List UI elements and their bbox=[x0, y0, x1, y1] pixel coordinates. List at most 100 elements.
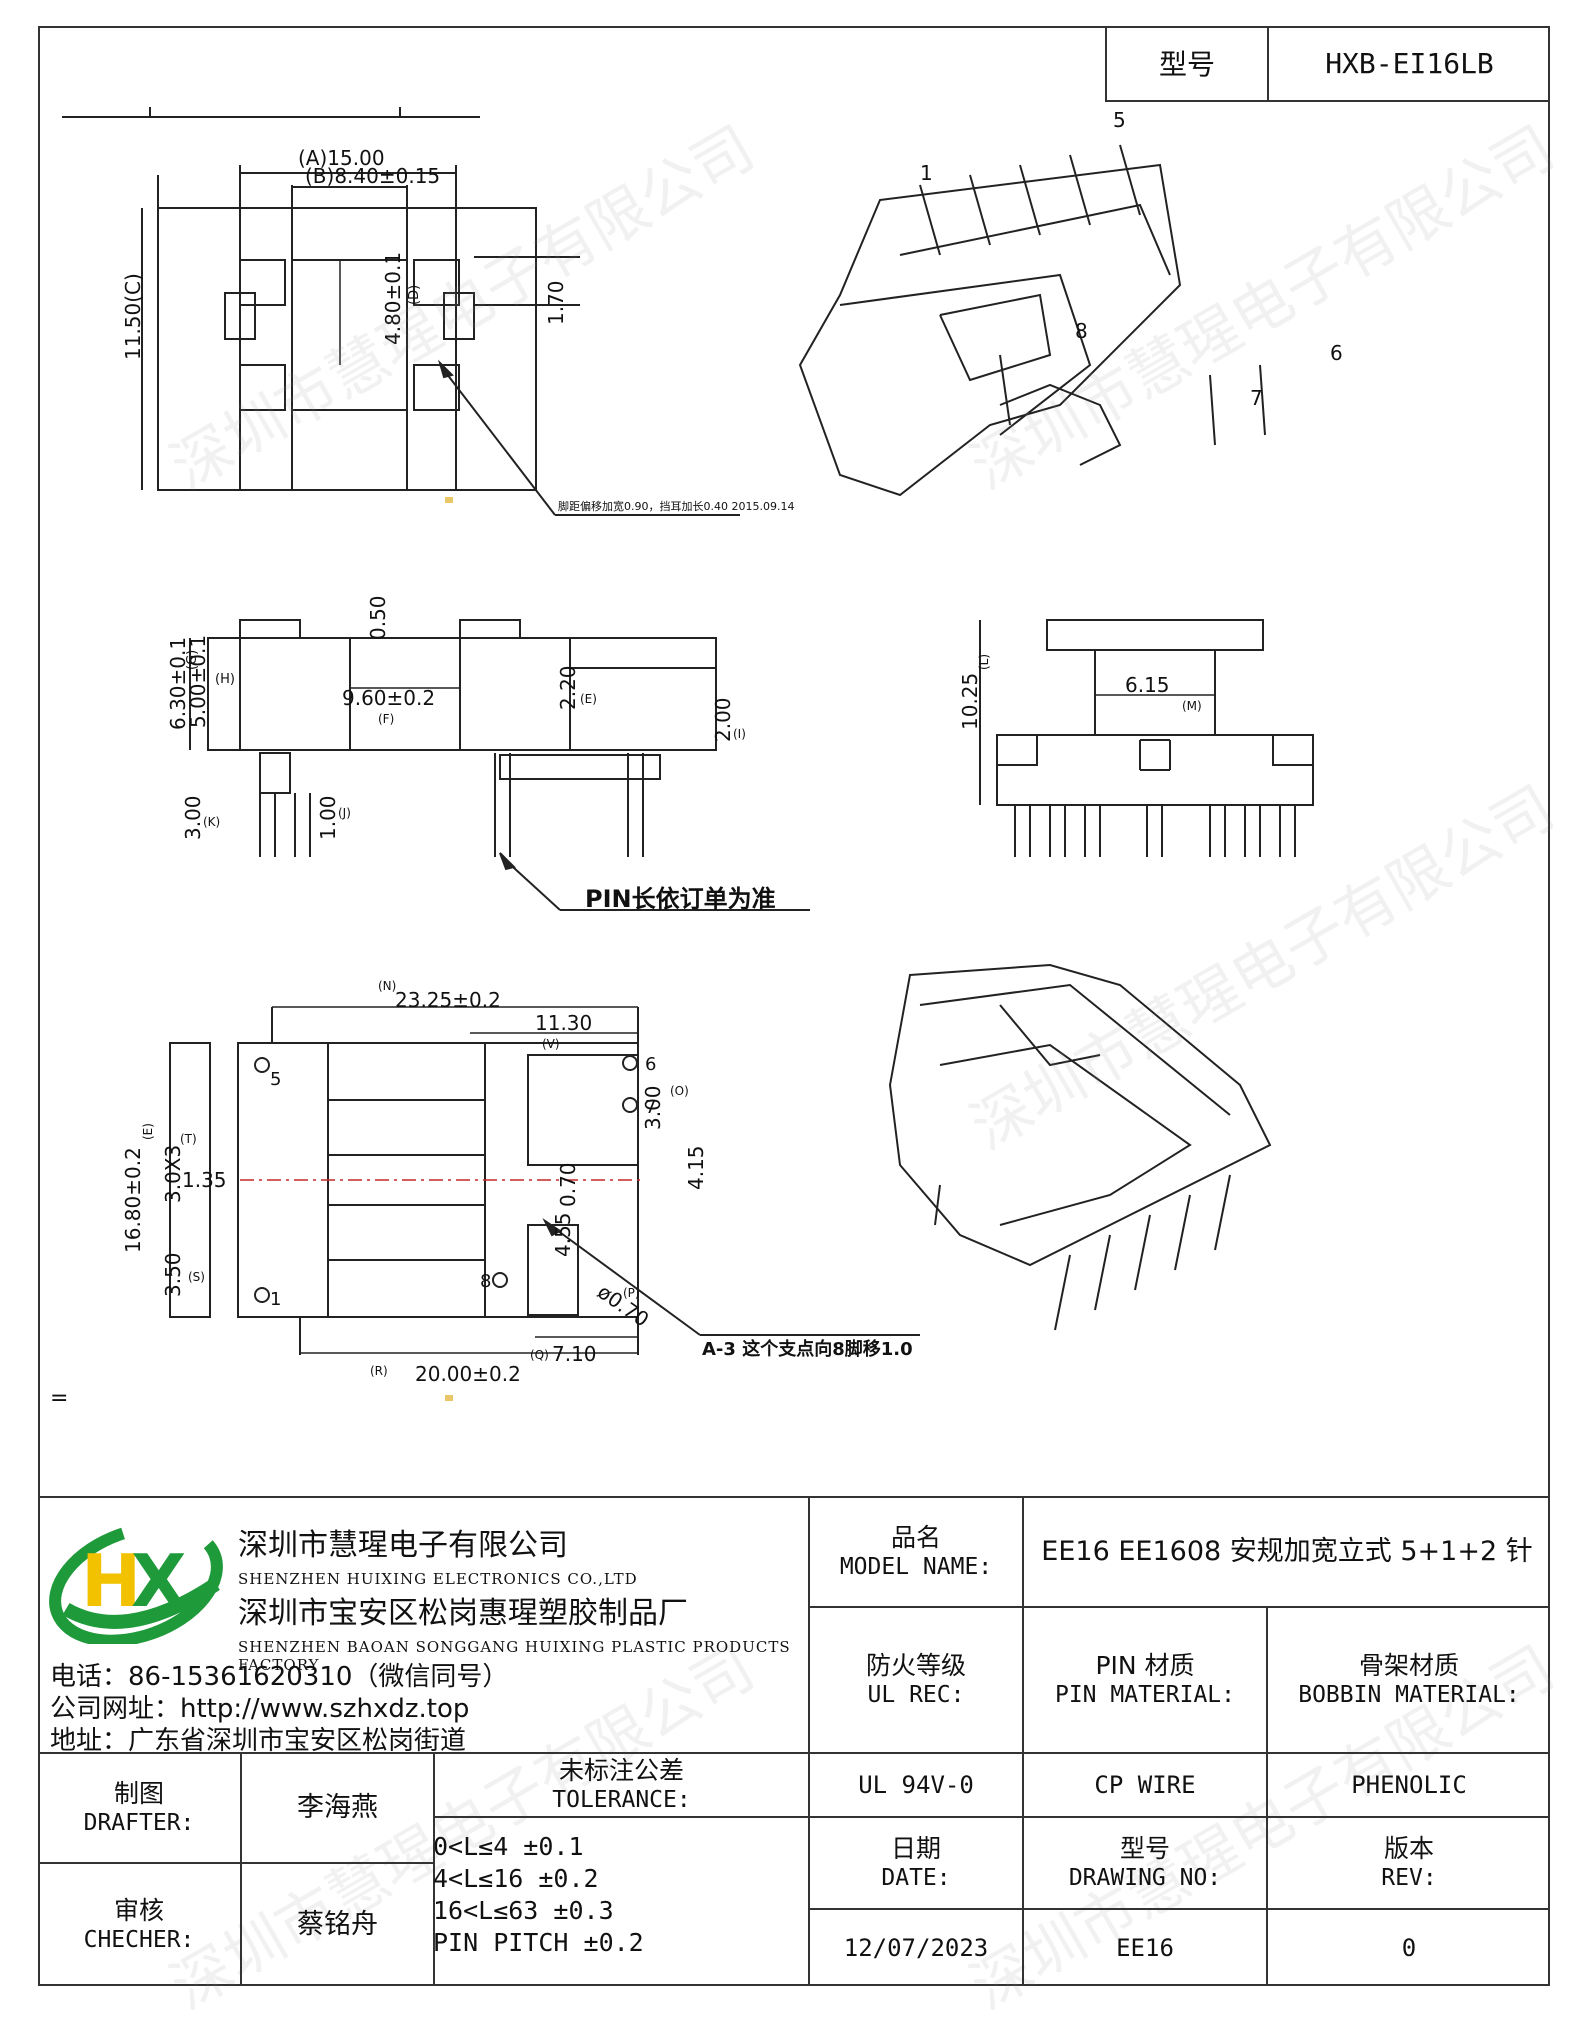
technical-drawing: (A)15.00 (B)8.40±0.15 11.50(C) 4.80±0.1 … bbox=[40, 105, 1548, 1495]
pin-label-8-b: 8 bbox=[480, 1271, 491, 1292]
logo-letter-x: X bbox=[131, 1539, 187, 1623]
misc-mark: = bbox=[50, 1386, 68, 1411]
bottom-view bbox=[169, 1006, 920, 1355]
dim-c: 11.50(C) bbox=[121, 273, 145, 360]
pin-label-8: 8 bbox=[1075, 319, 1088, 343]
pin-material-label: PIN 材质 PIN MATERIAL: bbox=[1054, 1651, 1235, 1709]
end-view bbox=[979, 619, 1314, 857]
hx-logo-icon: H X bbox=[49, 1521, 223, 1644]
dim-s-tag: (S) bbox=[188, 1270, 205, 1284]
ul-rec-label: 防火等级 UL REC: bbox=[865, 1651, 966, 1709]
bobbin-material-label: 骨架材质 BOBBIN MATERIAL: bbox=[1298, 1651, 1520, 1709]
dim-135: 1.35 bbox=[182, 1168, 227, 1192]
drawing-sheet-border bbox=[38, 26, 1550, 1986]
pin-label-7: 7 bbox=[1250, 386, 1263, 410]
model-header: 型号 HXB-EI16LB bbox=[1105, 26, 1550, 102]
dim-220: 2.20 bbox=[556, 665, 580, 710]
pin-label-6: 6 bbox=[1330, 341, 1343, 365]
dim-j-tag: (J) bbox=[338, 806, 351, 820]
dim-n: 23.25±0.2 bbox=[395, 988, 501, 1012]
top-view-note: 脚距偏移加宽0.90，挡耳加长0.40 2015.09.14 bbox=[558, 499, 794, 513]
rev-label: 版本 REV: bbox=[1381, 1834, 1437, 1892]
dim-k-tag: (K) bbox=[203, 815, 220, 829]
factory-name-cn: 深圳市宝安区松岗惠瑆塑胶制品厂 bbox=[238, 1596, 688, 1631]
dim-f-tag: (F) bbox=[378, 712, 394, 726]
dim-i-tag: (I) bbox=[733, 727, 746, 741]
tolerance-item: 16<L≤63 ±0.3 bbox=[433, 1896, 614, 1925]
date-value: 12/07/2023 bbox=[843, 1934, 989, 1962]
pin-material-value: CP WIRE bbox=[1094, 1771, 1196, 1799]
dim-300-b: 3.00 bbox=[641, 1085, 665, 1130]
dim-050: 0.50 bbox=[366, 595, 390, 640]
dim-630: 6.30±0.1 bbox=[166, 637, 190, 730]
tolerance-label: 未标注公差 TOLERANCE: bbox=[552, 1756, 691, 1814]
dim-b: (B)8.40±0.15 bbox=[305, 164, 440, 188]
tolerance-item: PIN PITCH ±0.2 bbox=[433, 1928, 644, 1957]
dim-e-tag-b: (E) bbox=[141, 1123, 155, 1140]
dim-h-tag: (H) bbox=[215, 672, 235, 687]
model-name-label: 品名 MODEL NAME: bbox=[839, 1523, 993, 1581]
dim-1025: 10.25 bbox=[958, 673, 982, 730]
dim-500: 5.00±0.1 bbox=[186, 635, 210, 728]
dim-455: 4.55 bbox=[551, 1212, 575, 1257]
table-fragment bbox=[62, 107, 480, 118]
drafter-label: 制图 DRAFTER: bbox=[83, 1779, 195, 1837]
company-info: H X 深圳市慧瑆电子有限公司 SHENZHEN HUIXING ELECTRO… bbox=[38, 1496, 808, 1756]
dim-d-tag: (D) bbox=[407, 285, 422, 305]
dim-350: 3.50 bbox=[161, 1252, 185, 1297]
isometric-view-top bbox=[798, 144, 1266, 497]
website-text: 公司网址：http://www.szhxdz.top bbox=[50, 1694, 470, 1724]
dim-170: 1.70 bbox=[544, 280, 568, 325]
pin-label-5: 5 bbox=[1113, 108, 1126, 132]
factory-name-en: SHENZHEN BAOAN SONGGANG HUIXING PLASTIC … bbox=[238, 1638, 791, 1674]
drafter-name: 李海燕 bbox=[297, 1792, 378, 1824]
dim-415: 4.15 bbox=[684, 1145, 708, 1190]
dim-1680: 16.80±0.2 bbox=[121, 1147, 145, 1253]
pin-label-7-b: 7 bbox=[645, 1097, 656, 1118]
date-label: 日期 DATE: bbox=[881, 1834, 951, 1892]
model-header-value: HXB-EI16LB bbox=[1325, 46, 1494, 80]
bobbin-material-value: PHENOLIC bbox=[1351, 1771, 1467, 1799]
address-text: 地址：广东省深圳市宝安区松岗街道 bbox=[50, 1726, 467, 1756]
dim-l-tag: (L) bbox=[977, 654, 991, 670]
tolerance-item: 0<L≤4 ±0.1 bbox=[433, 1832, 584, 1861]
dim-e-tag: (E) bbox=[580, 692, 597, 706]
pin-label-1-b: 1 bbox=[270, 1289, 281, 1310]
dim-1130: 11.30 bbox=[535, 1011, 592, 1035]
pin-label-6-b: 6 bbox=[645, 1054, 656, 1075]
dim-o-tag: (O) bbox=[670, 1084, 689, 1098]
dim-m-tag: (M) bbox=[1182, 699, 1202, 713]
dim-a: (A)15.00 bbox=[298, 146, 385, 170]
dim-n-tag: (N) bbox=[378, 979, 396, 993]
dim-200: 2.00 bbox=[711, 697, 735, 742]
dim-710: 7.10 bbox=[552, 1342, 597, 1366]
tolerance-list: 0<L≤4 ±0.1 4<L≤16 ±0.2 16<L≤63 ±0.3 PIN … bbox=[433, 1831, 644, 1959]
dim-615: 6.15 bbox=[1125, 673, 1170, 697]
model-name-value: EE16 EE1608 安规加宽立式 5+1+2 针 bbox=[1041, 1536, 1533, 1568]
title-block: H X 深圳市慧瑆电子有限公司 SHENZHEN HUIXING ELECTRO… bbox=[38, 1496, 1550, 1986]
ul-rec-value: UL 94V-0 bbox=[858, 1771, 974, 1799]
dim-2000: 20.00±0.2 bbox=[415, 1362, 521, 1386]
dim-070: 0.70 bbox=[556, 1162, 580, 1207]
top-view bbox=[141, 165, 740, 516]
logo-letter-h: H bbox=[81, 1539, 141, 1623]
mark-dot-2 bbox=[445, 1395, 453, 1401]
rev-value: 0 bbox=[1401, 1934, 1417, 1962]
dim-300: 3.00 bbox=[181, 795, 205, 840]
pin-label-1: 1 bbox=[920, 161, 933, 185]
isometric-view-bottom bbox=[888, 963, 1272, 1331]
dim-100: 1.00 bbox=[316, 795, 340, 840]
dim-f: 9.60±0.2 bbox=[342, 686, 435, 710]
dim-r-tag: (R) bbox=[370, 1364, 388, 1378]
pin-label-5-b: 5 bbox=[270, 1069, 281, 1090]
dim-t-tag: (T) bbox=[180, 1132, 197, 1146]
drawing-no-label: 型号 DRAWING NO: bbox=[1068, 1834, 1222, 1892]
tolerance-item: 4<L≤16 ±0.2 bbox=[433, 1864, 599, 1893]
dim-g-tag: (G) bbox=[185, 650, 200, 670]
dim-d: 4.80±0.1 bbox=[381, 252, 405, 345]
dim-q-tag: (Q) bbox=[530, 1348, 549, 1362]
company-name-en: SHENZHEN HUIXING ELECTRONICS CO.,LTD bbox=[238, 1570, 638, 1588]
pin-length-note: PIN长依订单为准 bbox=[585, 885, 776, 913]
a3-note: A-3 这个支点向8脚移1.0 bbox=[702, 1338, 913, 1360]
dim-p-tag: (P) bbox=[623, 1286, 640, 1300]
